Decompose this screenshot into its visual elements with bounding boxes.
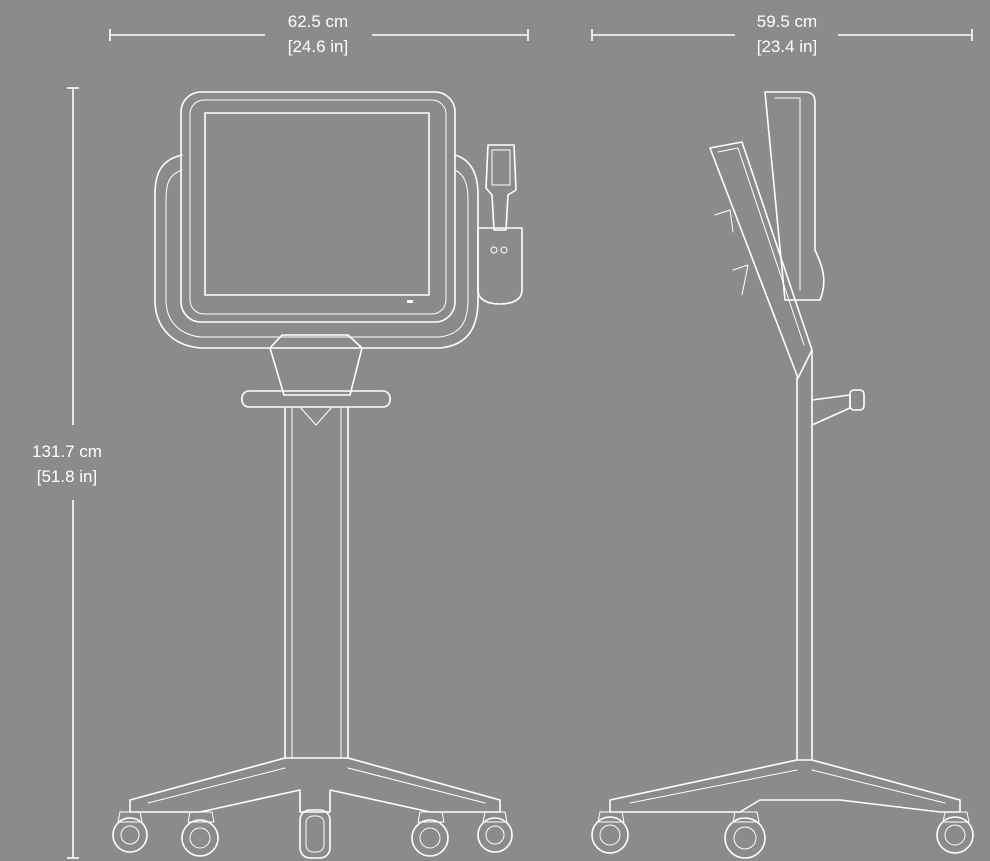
height-imperial-label: [51.8 in] — [37, 467, 98, 486]
height-dimension: 131.7 cm [51.8 in] — [32, 87, 102, 859]
side-caster-1 — [591, 811, 629, 854]
monitor-screen — [204, 112, 430, 296]
side-tilted-panel-inner — [717, 147, 805, 346]
side-tilted-panel — [709, 141, 813, 379]
width-dimension: 62.5 cm [24.6 in] — [109, 12, 529, 56]
wand-handle-inner — [491, 149, 511, 186]
depth-imperial-label: [23.4 in] — [757, 37, 818, 56]
side-knob — [849, 389, 865, 411]
front-base-detail — [147, 767, 486, 804]
depth-dimension: 59.5 cm [23.4 in] — [591, 12, 973, 56]
width-metric-label: 62.5 cm — [288, 12, 348, 31]
tray-bracket — [299, 406, 333, 426]
front-caster-1 — [112, 811, 148, 853]
front-caster-3 — [299, 809, 331, 859]
side-view — [591, 91, 974, 859]
width-imperial-label: [24.6 in] — [288, 37, 349, 56]
front-caster-2 — [181, 811, 219, 857]
front-caster-5 — [477, 811, 513, 853]
side-base — [609, 759, 961, 813]
wand-handle — [485, 144, 517, 231]
side-base-detail — [629, 769, 946, 804]
depth-metric-label: 59.5 cm — [757, 12, 817, 31]
front-handle-frame — [154, 154, 479, 349]
front-view — [112, 91, 523, 859]
height-metric-label: 131.7 cm — [32, 442, 102, 461]
side-monitor-housing — [764, 91, 825, 301]
side-caster-2 — [724, 811, 766, 859]
wand-cradle-button-left — [490, 246, 498, 254]
monitor-bezel — [180, 91, 456, 323]
wand-cradle-button-right — [500, 246, 508, 254]
front-tray — [241, 390, 391, 408]
wand-cradle — [477, 227, 523, 305]
front-base — [129, 757, 501, 813]
monitor-bezel-inner — [189, 99, 447, 315]
side-tray-arm — [811, 394, 851, 426]
side-monitor-housing-inner — [774, 97, 801, 291]
side-wand-hooks — [714, 209, 749, 296]
side-caster-3 — [936, 811, 974, 854]
front-neck — [269, 334, 363, 396]
front-caster-4 — [411, 811, 449, 857]
power-indicator — [407, 300, 413, 303]
front-handle-frame-inner — [165, 169, 469, 338]
